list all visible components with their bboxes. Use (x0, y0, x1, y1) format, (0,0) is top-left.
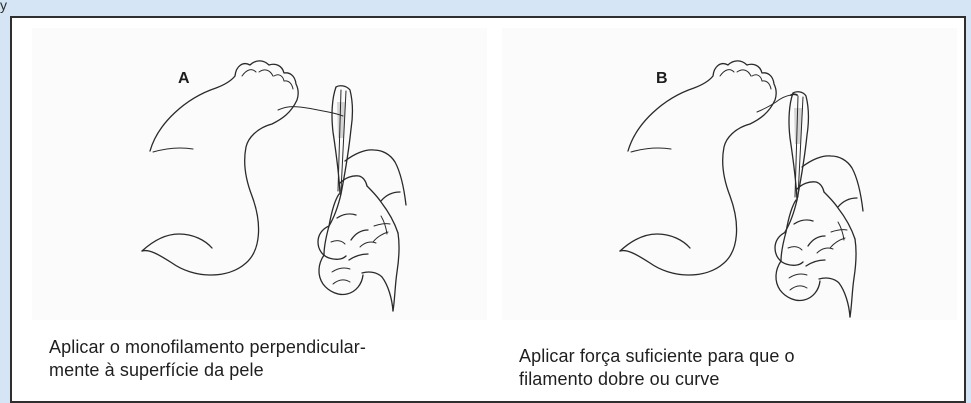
panel-b-illustration (502, 28, 957, 320)
figure-content: A Aplicar o monofilamento perpendicular-… (32, 28, 962, 400)
panel-a-caption: Aplicar o monofilamento perpendicular- m… (49, 336, 479, 382)
top-strip: y (0, 0, 971, 14)
top-glyph: y (0, 0, 14, 12)
panel-b-foot-illustration (502, 28, 957, 320)
figure-frame: A Aplicar o monofilamento perpendicular-… (10, 16, 966, 403)
panel-a-illustration (32, 28, 487, 320)
panel-b: B Aplicar força suficiente para que o fi… (502, 28, 957, 400)
panel-a-label: A (178, 70, 190, 88)
panel-b-caption: Aplicar força suficiente para que o fila… (519, 345, 949, 391)
panel-a-foot-illustration (32, 28, 487, 320)
panel-a: A Aplicar o monofilamento perpendicular-… (32, 28, 487, 400)
panel-b-label: B (656, 70, 668, 88)
